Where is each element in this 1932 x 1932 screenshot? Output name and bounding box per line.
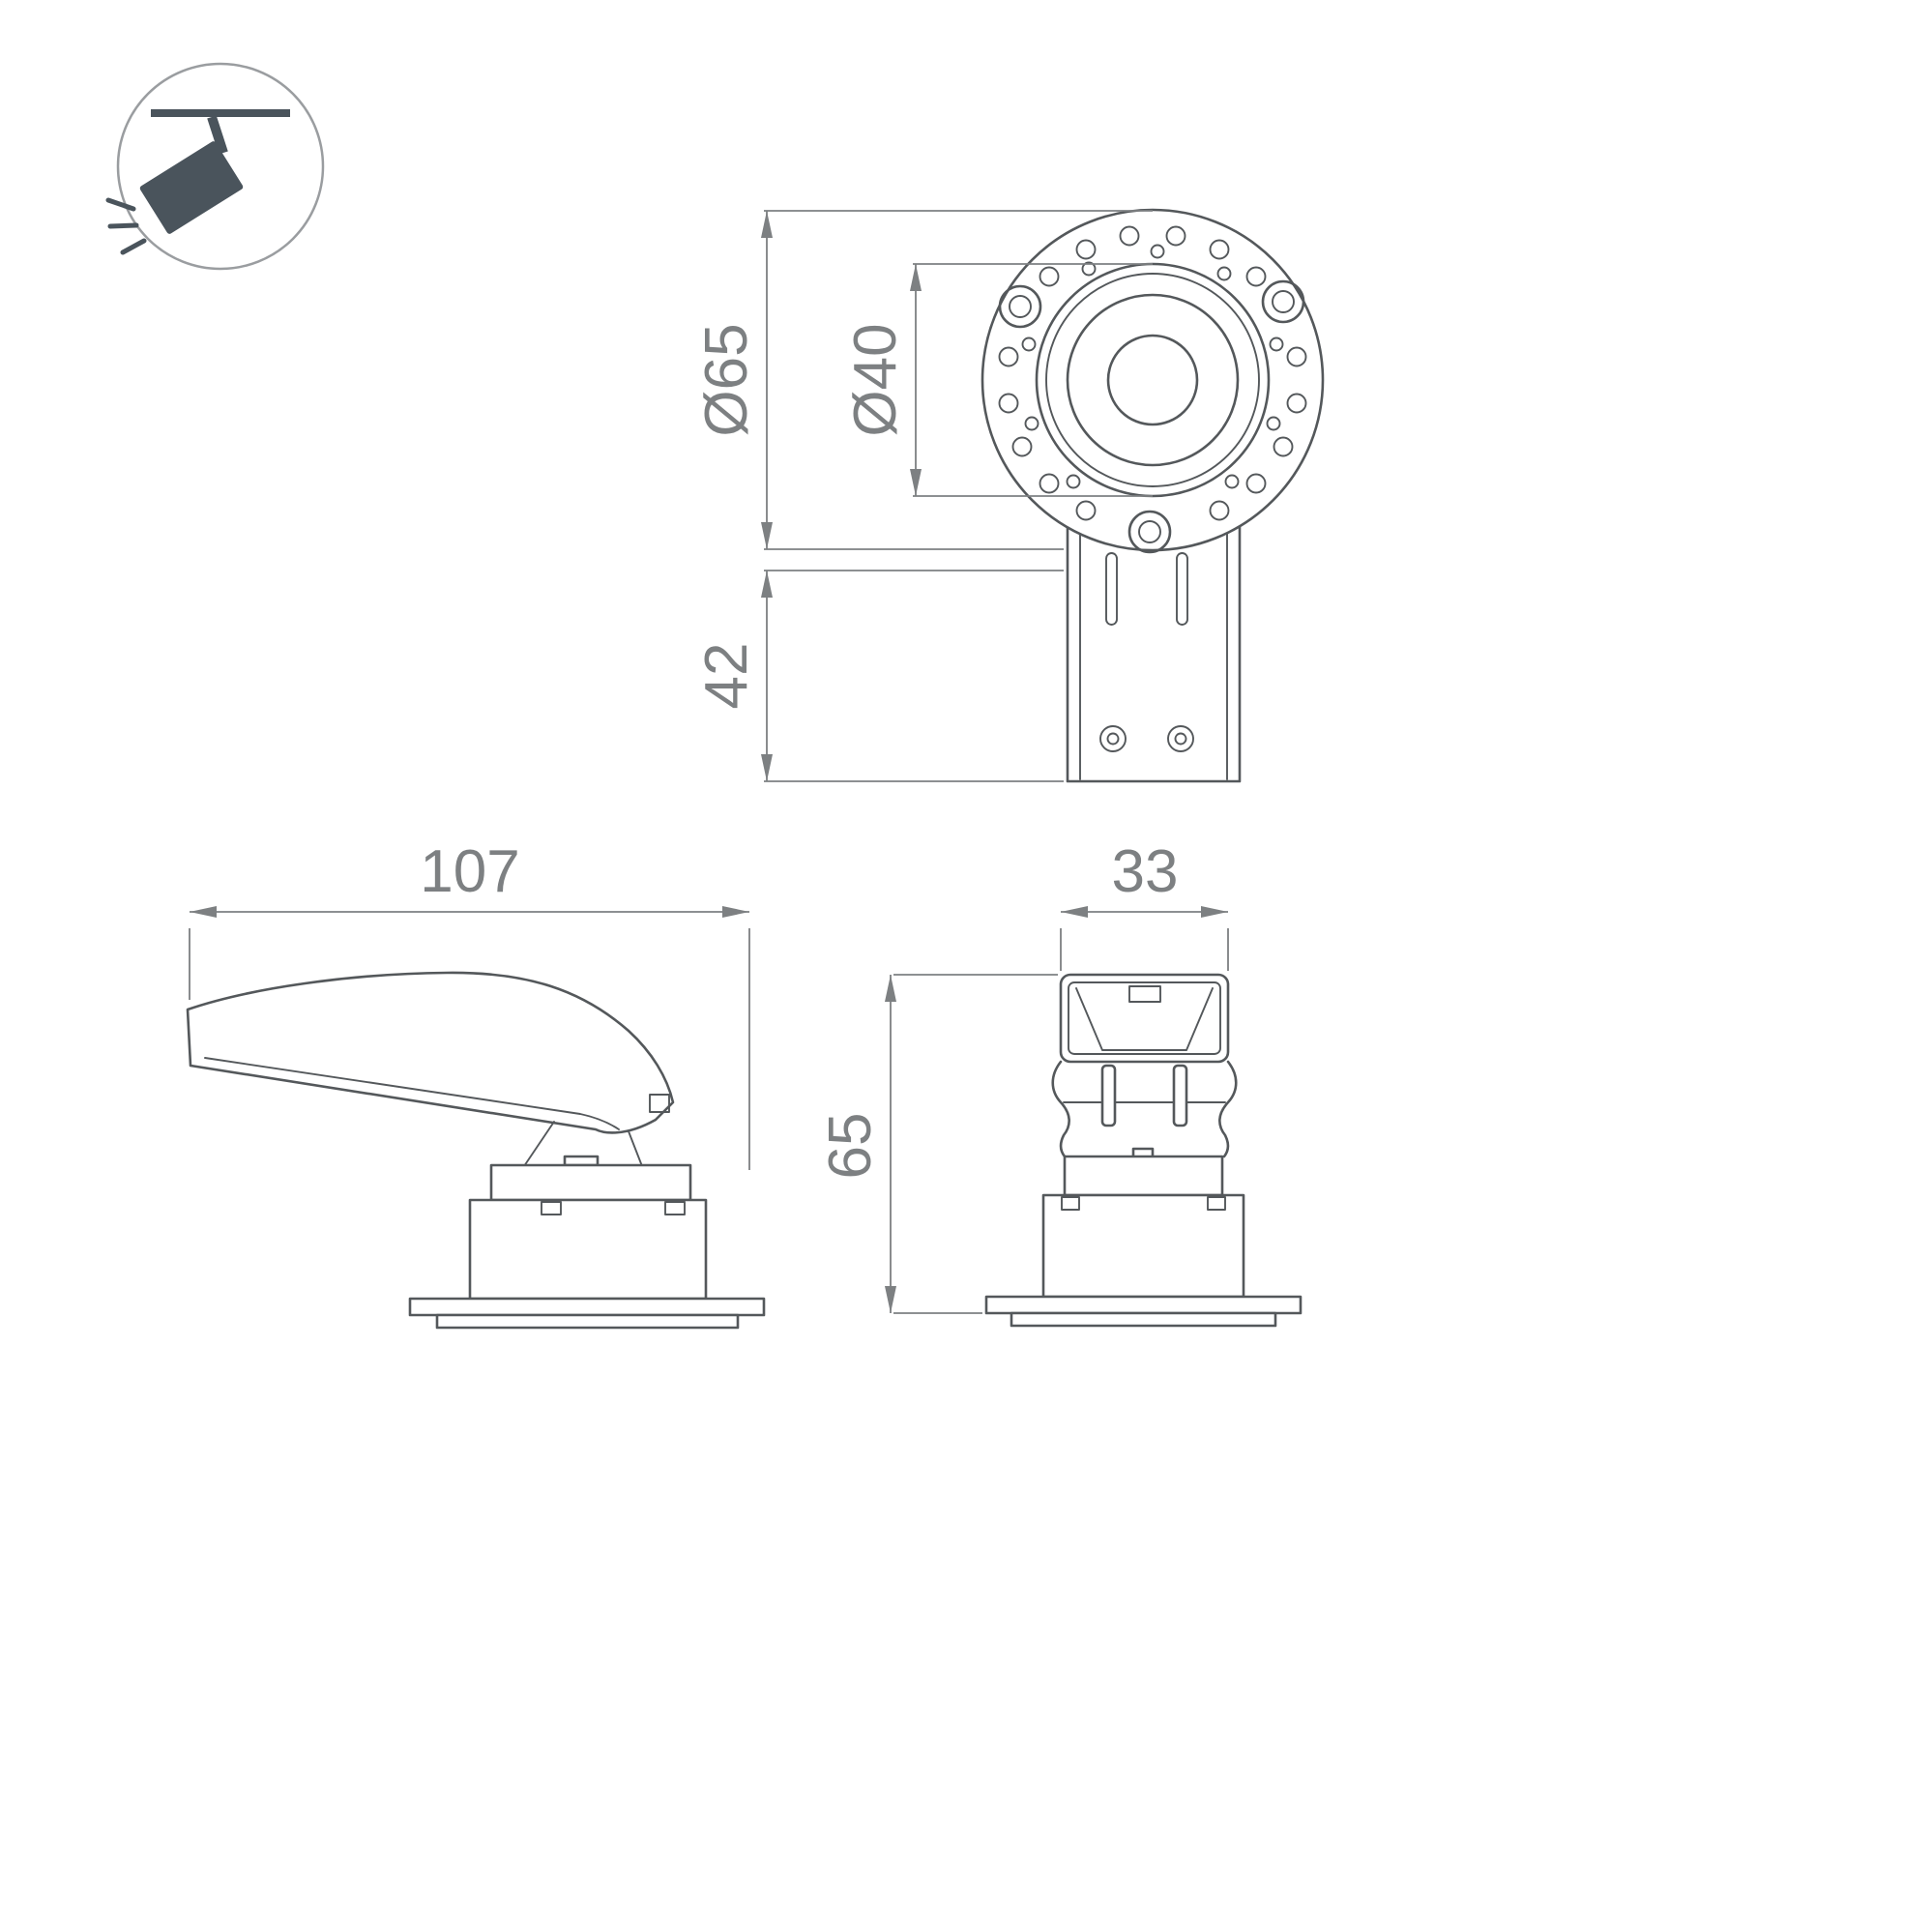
neck-lines xyxy=(523,1121,643,1167)
label-side-length: 107 xyxy=(420,838,519,905)
light-rays-icon xyxy=(105,197,147,255)
housing-clip-right xyxy=(1207,1196,1226,1211)
reflector-lines xyxy=(1075,987,1214,1051)
bracket-slots-and-screws xyxy=(1099,552,1194,752)
legend-badge xyxy=(105,62,325,271)
housing-clip-left xyxy=(1061,1196,1080,1211)
front-view xyxy=(981,208,1325,783)
fork-prong-left xyxy=(1100,1064,1117,1127)
label-front-outer-diameter: Ø65 xyxy=(693,323,760,436)
yoke-right xyxy=(1218,1060,1238,1158)
track-stem xyxy=(207,115,228,155)
collar xyxy=(489,1163,692,1202)
yoke-left xyxy=(1051,1060,1070,1158)
hinge-notch xyxy=(649,1094,670,1113)
mounting-holes-outer-ring xyxy=(998,225,1307,521)
fork-prong-right xyxy=(1172,1064,1188,1127)
track-spotlight-icon xyxy=(105,109,290,255)
head-rim-line xyxy=(204,1057,620,1130)
label-end-height: 65 xyxy=(817,1113,884,1180)
housing-clip-right xyxy=(664,1201,686,1215)
housing xyxy=(1041,1193,1245,1299)
screw-posts xyxy=(998,279,1305,554)
track-rail xyxy=(151,109,290,117)
housing-clip-left xyxy=(541,1201,562,1215)
head-latch xyxy=(1128,985,1161,1003)
legend-circle xyxy=(116,62,325,271)
label-end-width: 33 xyxy=(1112,838,1179,905)
spot-head xyxy=(139,141,244,234)
end-view xyxy=(984,973,1303,1328)
head-inner-frame xyxy=(1068,981,1221,1055)
collar-tab xyxy=(563,1155,600,1167)
flange xyxy=(984,1295,1303,1315)
flange-lip xyxy=(435,1313,740,1330)
collar xyxy=(1063,1155,1224,1197)
lamp-head-front xyxy=(1059,973,1230,1064)
lamp-head-side xyxy=(186,971,675,1134)
dim-side-length: 107 xyxy=(189,838,750,1170)
dim-end-width: 33 xyxy=(1060,838,1229,971)
flange-lip xyxy=(1010,1311,1277,1328)
dim-front-outer-diameter: Ø65 xyxy=(693,210,1153,550)
dim-front-inner-diameter: Ø40 xyxy=(842,263,1153,497)
flange xyxy=(408,1297,766,1317)
mounting-plate xyxy=(981,208,1325,554)
label-front-inner-diameter: Ø40 xyxy=(842,323,909,436)
mounting-holes-inner-ring xyxy=(1021,244,1284,489)
label-bracket-height: 42 xyxy=(693,643,760,710)
side-view xyxy=(186,971,766,1330)
dim-bracket-height: 42 xyxy=(693,570,1064,782)
mounting-bracket xyxy=(1066,501,1242,783)
plate-outer-circle xyxy=(981,208,1325,552)
dim-end-height: 65 xyxy=(817,974,1058,1314)
